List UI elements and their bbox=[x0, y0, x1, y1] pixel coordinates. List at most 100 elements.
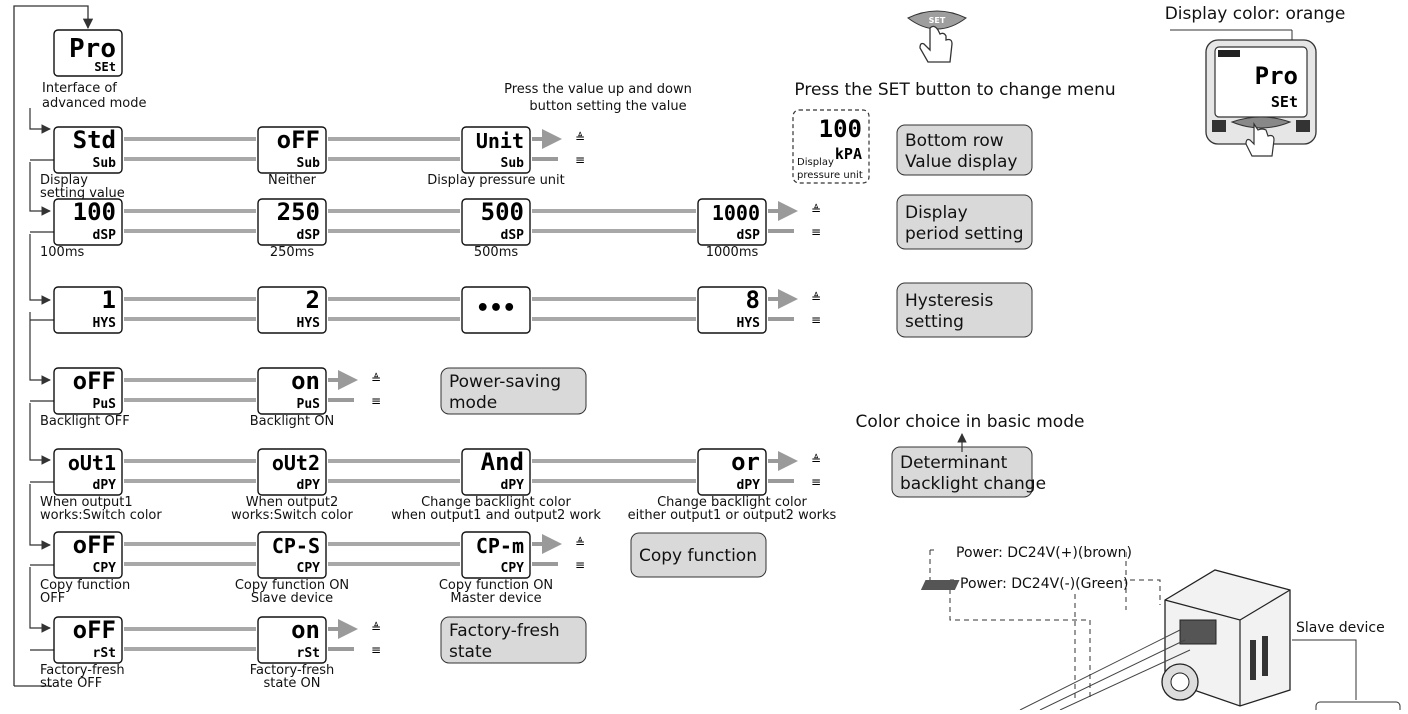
display-frame bbox=[53, 367, 123, 415]
backward-bar bbox=[328, 317, 460, 321]
sensor-vent bbox=[920, 580, 960, 590]
screen-caption: state OFF bbox=[40, 676, 102, 691]
display-value: 8 bbox=[746, 286, 760, 314]
row-1-bar-2 bbox=[328, 137, 460, 161]
description-box bbox=[896, 194, 1033, 250]
screen-caption: Neither bbox=[268, 173, 317, 188]
display-frame bbox=[697, 198, 767, 246]
set-key bbox=[907, 10, 967, 30]
up-button-icon: ≜ bbox=[371, 372, 381, 386]
down-key bbox=[1296, 120, 1310, 132]
screen-caption: When output1 bbox=[40, 495, 133, 510]
row-5-bar-1 bbox=[124, 459, 256, 483]
display-frame bbox=[53, 126, 123, 174]
display-value: oFF bbox=[73, 531, 116, 559]
entry-arrow-1 bbox=[29, 108, 51, 134]
display-value: Unit bbox=[476, 129, 524, 153]
display-parameter: dSP bbox=[737, 228, 761, 243]
value-button-note: button setting the value bbox=[529, 99, 686, 114]
backward-bar bbox=[328, 479, 460, 483]
display-frame bbox=[257, 286, 327, 334]
display-parameter: Sub bbox=[93, 156, 117, 171]
set-menu-note: Press the SET button to change menu bbox=[794, 80, 1115, 100]
forward-bar bbox=[328, 542, 460, 546]
basic-mode-note: Color choice in basic mode bbox=[856, 412, 1085, 432]
backward-bar bbox=[328, 229, 460, 233]
down-button-icon: ≡ bbox=[811, 475, 821, 489]
display-frame bbox=[257, 531, 327, 579]
description-box bbox=[440, 616, 587, 664]
display-value: oFF bbox=[277, 126, 320, 154]
description-box bbox=[440, 367, 587, 415]
screen-caption: Slave device bbox=[251, 591, 333, 606]
display-value: Pro bbox=[69, 34, 116, 64]
backward-bar bbox=[124, 479, 256, 483]
display-frame bbox=[53, 198, 123, 246]
description-box bbox=[896, 282, 1033, 338]
display-value: 1 bbox=[102, 286, 116, 314]
screen-caption: Copy function bbox=[40, 578, 130, 593]
display-parameter: dSP bbox=[501, 228, 525, 243]
up-button-icon: ≜ bbox=[575, 536, 585, 550]
description-text: Display bbox=[905, 203, 968, 223]
display-value: Std bbox=[73, 126, 116, 154]
screen-caption: 500ms bbox=[474, 245, 518, 260]
row-2-screen-4: 1000 dSP bbox=[697, 198, 767, 246]
row-3-bar-2 bbox=[328, 297, 460, 321]
screen-caption: Factory-fresh bbox=[40, 663, 125, 678]
row-4-end-arrows: ≜≡ bbox=[328, 370, 381, 408]
display-parameter: dSP bbox=[297, 228, 321, 243]
backward-bar bbox=[124, 157, 256, 161]
set-key-label: SET bbox=[929, 16, 946, 25]
row-6-description: Copy function bbox=[630, 532, 767, 578]
forward-bar bbox=[124, 627, 256, 631]
description-box bbox=[630, 532, 767, 578]
display-frame bbox=[53, 29, 123, 77]
down-button-icon: ≡ bbox=[575, 153, 585, 167]
screen-caption: Display pressure unit bbox=[427, 173, 565, 188]
display-parameter: HYS bbox=[297, 316, 321, 331]
backward-bar bbox=[532, 317, 696, 321]
preview-hand bbox=[1245, 122, 1275, 157]
display-parameter: PuS bbox=[93, 397, 117, 412]
label-mask bbox=[934, 541, 1126, 560]
display-frame bbox=[257, 616, 327, 664]
description-text: Factory-fresh bbox=[449, 621, 560, 641]
example-value: 100 bbox=[819, 115, 862, 143]
row-1-end-arrows: ≜≡ bbox=[532, 129, 585, 167]
preview-value: Pro bbox=[1255, 62, 1298, 90]
display-frame bbox=[53, 531, 123, 579]
screen-caption: either output1 or output2 works bbox=[628, 508, 837, 523]
display-value: CP-m bbox=[476, 534, 524, 558]
down-button-icon: ≡ bbox=[811, 225, 821, 239]
up-button-icon: ≜ bbox=[811, 291, 821, 305]
description-box bbox=[896, 124, 1033, 176]
screen-caption: Backlight OFF bbox=[40, 414, 130, 429]
display-value: 1000 bbox=[712, 201, 760, 225]
brand-logo bbox=[1218, 50, 1240, 57]
row-3-bar-3 bbox=[532, 297, 696, 321]
display-frame bbox=[53, 286, 123, 334]
down-button-icon: ≡ bbox=[575, 558, 585, 572]
down-button-icon: ≡ bbox=[371, 394, 381, 408]
row-6-bar-2 bbox=[328, 542, 460, 566]
screen-caption: 250ms bbox=[270, 245, 314, 260]
display-parameter: dPY bbox=[93, 478, 117, 493]
screen-caption: Factory-fresh bbox=[250, 663, 335, 678]
set-button-hand-icon: SET bbox=[907, 10, 967, 63]
orange-color-note: Display color: orange bbox=[1165, 4, 1346, 24]
forward-bar bbox=[328, 209, 460, 213]
entry-arrow-4 bbox=[29, 312, 51, 385]
